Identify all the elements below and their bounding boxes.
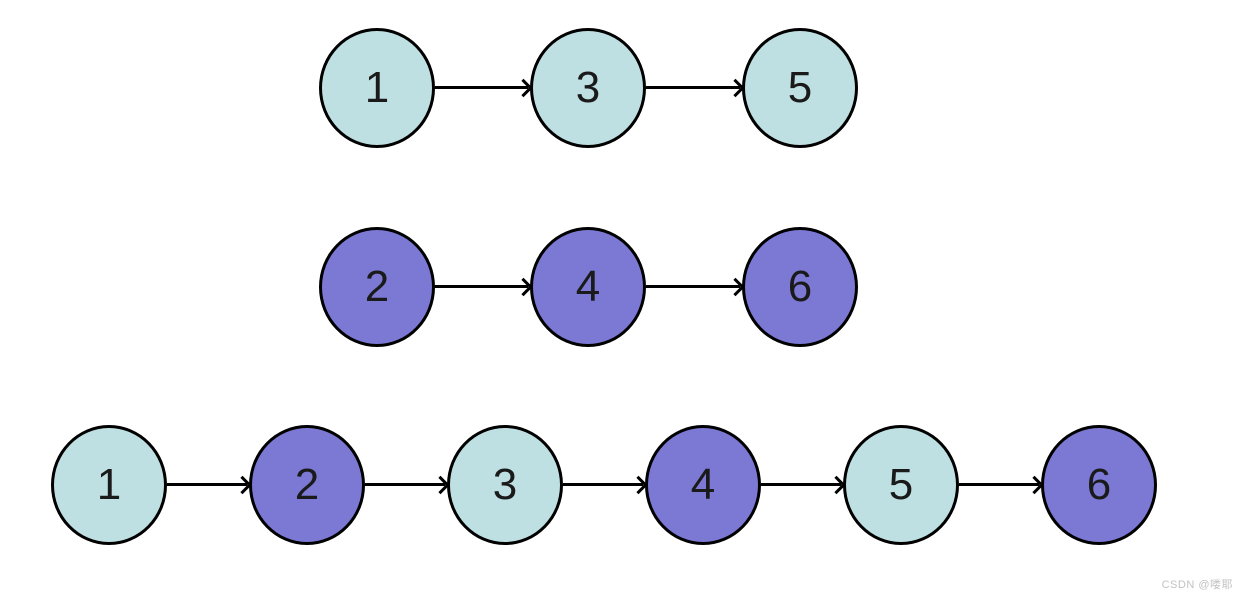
node-label: 5 <box>787 63 813 112</box>
node: 6 <box>1041 425 1157 545</box>
next-pointer-arrow-icon <box>563 483 643 486</box>
node-label: 3 <box>575 63 601 112</box>
node: 4 <box>530 227 646 347</box>
node: 2 <box>249 425 365 545</box>
node: 5 <box>742 28 858 148</box>
node: 1 <box>319 28 435 148</box>
next-pointer-arrow-icon <box>167 483 247 486</box>
next-pointer-arrow-icon <box>959 483 1039 486</box>
next-pointer-arrow-icon <box>365 483 445 486</box>
next-pointer-arrow-icon <box>646 86 740 89</box>
node-label: 5 <box>888 460 914 509</box>
next-pointer-arrow-icon <box>435 285 528 288</box>
node: 3 <box>530 28 646 148</box>
node-label: 1 <box>364 63 390 112</box>
next-pointer-arrow-icon <box>646 285 740 288</box>
node-label: 3 <box>492 460 518 509</box>
node-label: 2 <box>364 262 390 311</box>
node: 1 <box>51 425 167 545</box>
node: 5 <box>843 425 959 545</box>
node-label: 4 <box>690 460 716 509</box>
next-pointer-arrow-icon <box>435 86 528 89</box>
node-label: 6 <box>787 262 813 311</box>
node: 2 <box>319 227 435 347</box>
watermark: CSDN @喽耶 <box>1161 579 1233 591</box>
next-pointer-arrow-icon <box>761 483 841 486</box>
node: 3 <box>447 425 563 545</box>
node: 6 <box>742 227 858 347</box>
node-label: 1 <box>96 460 122 509</box>
node-label: 2 <box>294 460 320 509</box>
node-label: 4 <box>575 262 601 311</box>
node: 4 <box>645 425 761 545</box>
node-label: 6 <box>1086 460 1112 509</box>
